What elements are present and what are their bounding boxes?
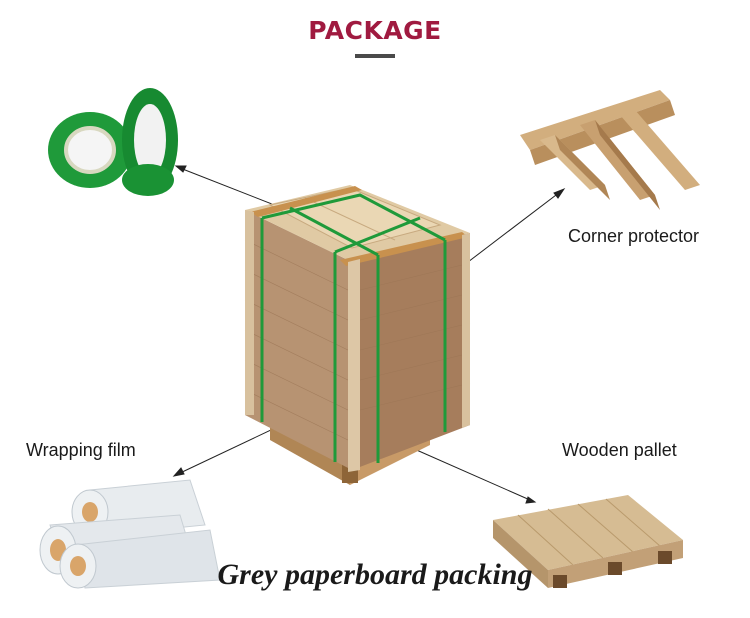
wooden-pallet-label: Wooden pallet (562, 440, 677, 460)
caption: Grey paperboard packing (217, 558, 533, 591)
corner-protector-label: Corner protector (568, 226, 700, 246)
wooden-pallet-icon (493, 495, 683, 588)
page-title: PACKAGE (308, 16, 442, 45)
wrapping-film-label: Wrapping film (26, 440, 136, 460)
title-underline (355, 54, 395, 58)
stretch-film-icon (39, 479, 221, 589)
corner-protector-icon (520, 90, 700, 210)
green-strapping-tape-icon (48, 88, 178, 196)
